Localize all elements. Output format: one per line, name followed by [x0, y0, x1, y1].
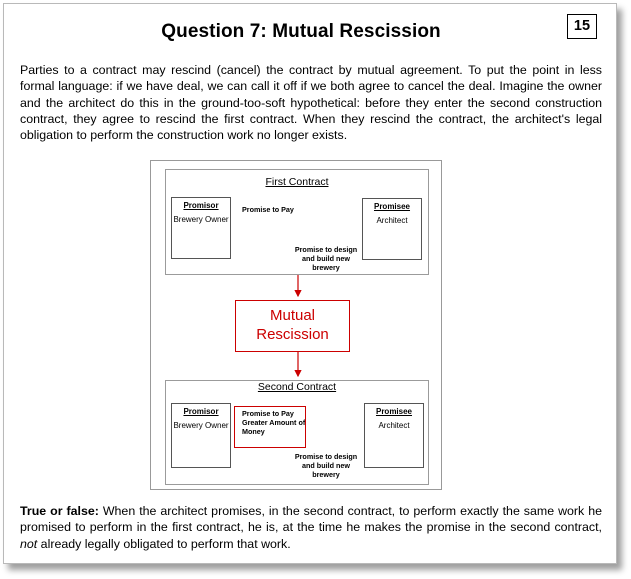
second-contract-box: Second Contract Promisor Brewery Owner P…	[165, 380, 429, 485]
page-number: 15	[567, 14, 597, 39]
first-promisor-box: Promisor Brewery Owner	[171, 197, 231, 259]
greater-amount-highlight	[234, 406, 306, 448]
first-promise-pay: Promise to Pay	[242, 205, 294, 214]
second-promisee-title: Promisee	[375, 407, 413, 416]
second-promise-design: Promise to design and build new brewery	[294, 452, 358, 479]
intro-paragraph: Parties to a contract may rescind (cance…	[20, 63, 602, 143]
question-paragraph: True or false: When the architect promis…	[20, 503, 602, 552]
second-promise-pay: Promise to Pay Greater Amount of Money	[242, 409, 306, 436]
first-contract-box: First Contract Promisor Brewery Owner Pr…	[165, 169, 429, 275]
page-title: Question 7: Mutual Rescission	[161, 21, 441, 42]
second-promisor-title: Promisor	[183, 407, 219, 416]
first-contract-title: First Contract	[265, 176, 329, 188]
first-promisor-name: Brewery Owner	[173, 215, 229, 224]
mutual-rescission-label: Mutual Rescission	[256, 307, 329, 343]
second-promisor-name: Brewery Owner	[173, 421, 229, 430]
first-promise-design: Promise to design and build new brewery	[294, 245, 358, 272]
second-promisee-name: Architect	[378, 421, 410, 430]
second-contract-title: Second Contract	[257, 381, 337, 393]
second-promisor-box: Promisor Brewery Owner	[171, 403, 231, 468]
question-emphasis: not	[20, 536, 38, 551]
first-promisee-title: Promisee	[373, 202, 411, 211]
mutual-rescission-box: Mutual Rescission	[235, 300, 350, 352]
first-promisor-title: Promisor	[183, 201, 219, 210]
slide: Question 7: Mutual Rescission 15 Parties…	[3, 3, 617, 564]
question-lead: True or false:	[20, 504, 99, 518]
second-promisee-box: Promisee Architect	[364, 403, 424, 468]
first-promisee-box: Promisee Architect	[362, 198, 422, 260]
first-promisee-name: Architect	[376, 216, 408, 225]
question-text-after: already legally obligated to perform tha…	[37, 536, 291, 551]
question-text-before: When the architect promises, in the seco…	[20, 504, 602, 535]
contract-diagram: First Contract Promisor Brewery Owner Pr…	[150, 160, 442, 490]
